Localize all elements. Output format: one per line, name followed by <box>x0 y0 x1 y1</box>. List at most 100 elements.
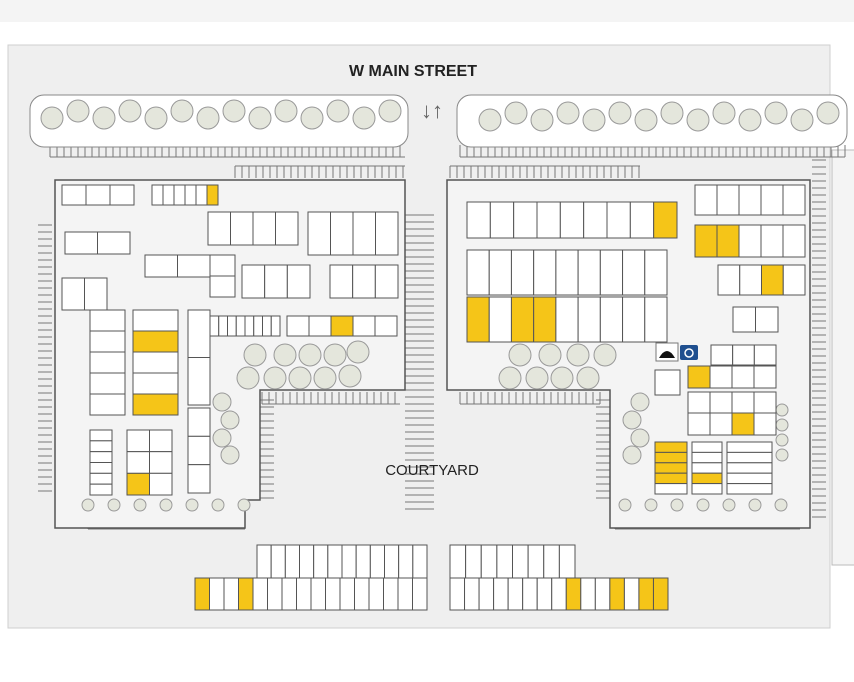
storage-unit[interactable] <box>716 184 740 216</box>
storage-unit[interactable] <box>369 544 386 579</box>
storage-unit[interactable] <box>782 264 806 296</box>
storage-unit[interactable] <box>464 577 480 611</box>
storage-unit[interactable] <box>354 577 370 611</box>
storage-unit[interactable] <box>89 472 113 485</box>
storage-unit[interactable] <box>89 372 126 395</box>
storage-unit-available[interactable] <box>654 462 688 474</box>
storage-unit[interactable] <box>296 577 312 611</box>
storage-unit[interactable] <box>327 544 343 579</box>
storage-unit[interactable] <box>687 412 711 436</box>
storage-unit-available[interactable] <box>716 224 740 258</box>
storage-unit-available[interactable] <box>653 201 678 239</box>
storage-unit[interactable] <box>209 315 220 337</box>
storage-unit[interactable] <box>89 393 126 416</box>
storage-unit[interactable] <box>235 315 246 337</box>
storage-unit[interactable] <box>339 577 355 611</box>
storage-unit[interactable] <box>726 451 773 464</box>
storage-unit[interactable] <box>738 224 762 258</box>
storage-unit[interactable] <box>374 315 398 337</box>
storage-unit-available[interactable] <box>466 296 490 343</box>
storage-unit[interactable] <box>89 429 113 442</box>
storage-unit-available[interactable] <box>654 441 688 453</box>
storage-unit-available[interactable] <box>694 224 718 258</box>
storage-unit-available[interactable] <box>761 264 784 296</box>
storage-unit[interactable] <box>244 315 255 337</box>
storage-unit[interactable] <box>209 577 225 611</box>
storage-unit-available[interactable] <box>609 577 625 611</box>
storage-unit[interactable] <box>352 211 376 256</box>
storage-unit[interactable] <box>144 254 178 278</box>
storage-unit[interactable] <box>299 544 315 579</box>
storage-unit[interactable] <box>731 391 755 415</box>
storage-unit[interactable] <box>449 577 466 611</box>
storage-unit[interactable] <box>256 544 272 579</box>
storage-unit[interactable] <box>264 264 288 299</box>
storage-unit[interactable] <box>187 407 211 437</box>
storage-unit[interactable] <box>577 296 601 343</box>
storage-unit[interactable] <box>533 249 557 296</box>
storage-unit-available[interactable] <box>330 315 354 337</box>
storage-unit[interactable] <box>644 249 668 296</box>
storage-unit[interactable] <box>480 544 498 579</box>
storage-unit[interactable] <box>89 451 113 463</box>
storage-unit[interactable] <box>109 184 135 206</box>
storage-unit[interactable] <box>717 264 741 296</box>
storage-unit[interactable] <box>209 254 236 277</box>
storage-unit[interactable] <box>151 184 164 206</box>
storage-unit[interactable] <box>629 201 655 239</box>
storage-unit[interactable] <box>325 577 341 611</box>
storage-unit[interactable] <box>97 231 131 255</box>
storage-unit[interactable] <box>654 483 688 495</box>
storage-unit[interactable] <box>341 544 357 579</box>
storage-unit[interactable] <box>89 440 113 453</box>
storage-unit[interactable] <box>496 544 513 579</box>
storage-unit[interactable] <box>162 184 175 206</box>
camera-icon[interactable] <box>680 345 698 360</box>
storage-unit-available[interactable] <box>132 393 179 416</box>
storage-unit[interactable] <box>580 577 596 611</box>
storage-unit[interactable] <box>384 544 400 579</box>
storage-unit[interactable] <box>307 211 331 256</box>
storage-unit[interactable] <box>726 483 773 495</box>
storage-unit[interactable] <box>687 391 711 415</box>
storage-unit-available[interactable] <box>206 184 219 206</box>
storage-unit-available[interactable] <box>126 472 150 496</box>
storage-unit[interactable] <box>510 249 535 296</box>
storage-unit[interactable] <box>709 412 733 436</box>
storage-unit[interactable] <box>732 344 755 366</box>
storage-unit[interactable] <box>412 577 428 611</box>
storage-unit[interactable] <box>738 184 762 216</box>
storage-unit[interactable] <box>577 249 601 296</box>
storage-unit[interactable] <box>760 184 784 216</box>
storage-unit-available[interactable] <box>691 472 723 485</box>
storage-unit[interactable] <box>732 306 756 333</box>
storage-unit[interactable] <box>622 249 646 296</box>
storage-unit[interactable] <box>352 315 376 337</box>
storage-unit[interactable] <box>270 544 286 579</box>
storage-unit[interactable] <box>187 435 211 466</box>
storage-unit[interactable] <box>488 296 512 343</box>
storage-unit[interactable] <box>513 201 538 239</box>
storage-unit[interactable] <box>61 277 85 311</box>
storage-unit[interactable] <box>726 441 773 453</box>
storage-unit[interactable] <box>398 544 414 579</box>
storage-unit[interactable] <box>644 296 668 343</box>
storage-unit[interactable] <box>89 330 126 353</box>
storage-unit[interactable] <box>230 211 254 246</box>
storage-unit[interactable] <box>449 544 467 579</box>
storage-unit[interactable] <box>313 544 329 579</box>
storage-unit[interactable] <box>149 429 173 453</box>
storage-unit[interactable] <box>187 309 211 358</box>
storage-unit-available[interactable] <box>654 472 688 485</box>
storage-unit[interactable] <box>466 249 490 296</box>
storage-unit[interactable] <box>691 483 723 495</box>
storage-unit-available[interactable] <box>565 577 582 611</box>
storage-unit-available[interactable] <box>194 577 210 611</box>
storage-unit[interactable] <box>270 315 281 337</box>
storage-unit[interactable] <box>149 451 173 474</box>
storage-unit[interactable] <box>623 577 640 611</box>
storage-unit[interactable] <box>493 577 509 611</box>
storage-unit[interactable] <box>551 577 567 611</box>
storage-unit[interactable] <box>599 249 624 296</box>
storage-unit[interactable] <box>184 184 197 206</box>
